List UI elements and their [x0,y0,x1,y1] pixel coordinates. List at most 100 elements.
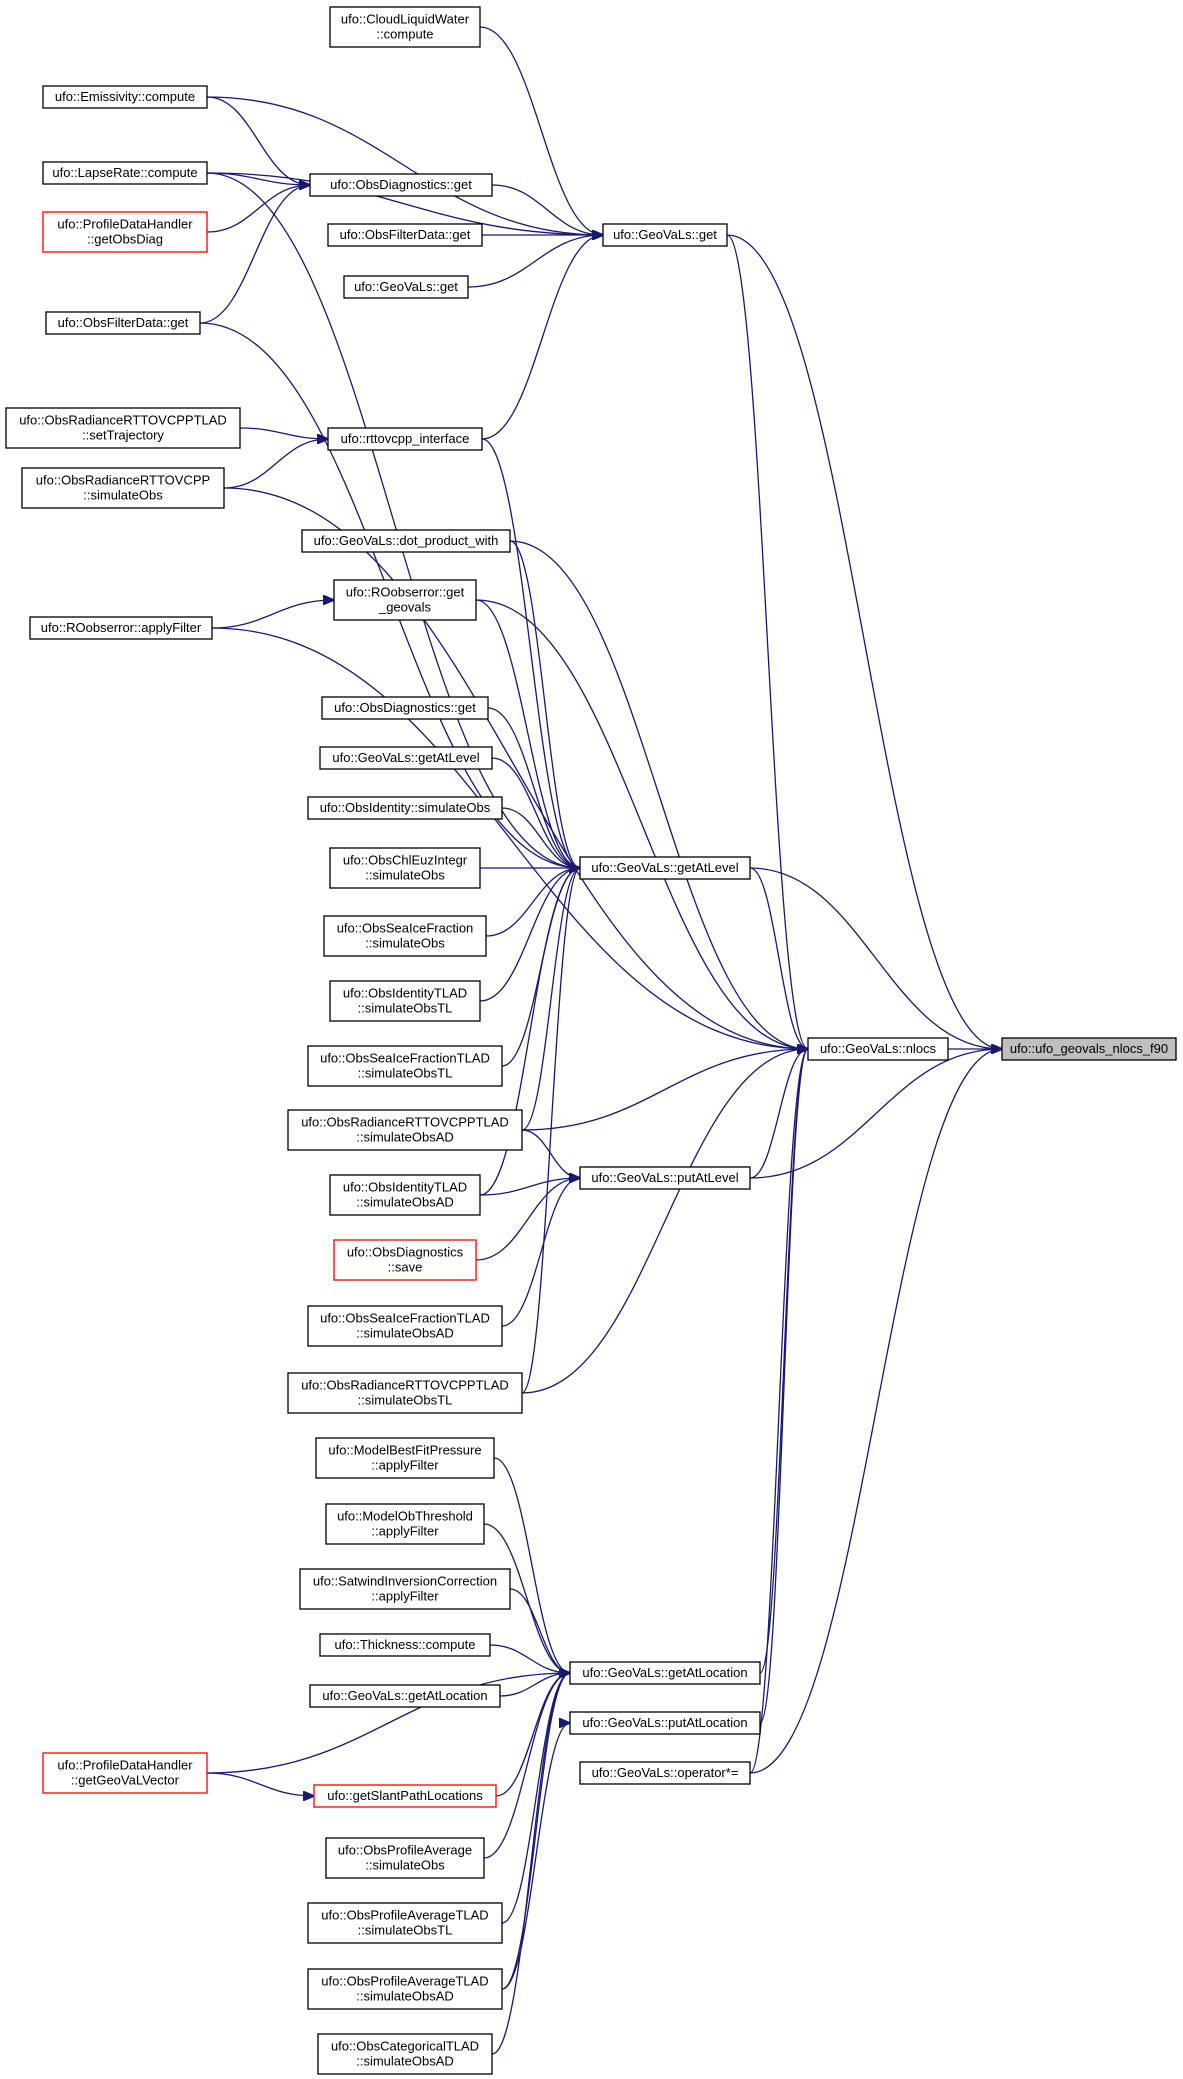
node-getAtLocation[interactable]: ufo::GeoVaLs::getAtLocation [569,1661,761,1685]
node-box [309,173,493,197]
edge-rttovtlad_ad-to-nlocs [521,1049,808,1131]
node-box [42,1752,208,1794]
node-box [299,1568,511,1610]
edge-rttovtlad_tl-to-nlocs [521,1049,808,1394]
edge-lapserate-to-getAtLevel [206,172,580,868]
node-label: ::compute [376,27,433,42]
node-profavgtlad-tl[interactable]: ufo::ObsProfileAverageTLAD::simulateObsT… [307,1902,503,1944]
edge-identitytlad_tl-to-getAtLevel [479,868,580,1002]
node-roobs-get[interactable]: ufo::ROobserror::get_geovals [333,579,477,621]
node-box [325,1503,485,1545]
edge-getAtLevel-to-nlocs [749,867,808,1049]
node-modelobthresh[interactable]: ufo::ModelObThreshold::applyFilter [325,1503,485,1545]
node-rttovcpp-simobs[interactable]: ufo::ObsRadianceRTTOVCPP::simulateObs [21,467,225,509]
node-identitytlad-ad[interactable]: ufo::ObsIdentityTLAD::simulateObsAD [329,1174,481,1216]
node-label: ufo::ufo_geovals_nlocs_f90 [1010,1041,1168,1056]
node-obsdiag-save[interactable]: ufo::ObsDiagnostics::save [333,1239,477,1281]
node-gv-get2[interactable]: ufo::GeoVaLs::get [343,275,469,299]
node-seaicetlad-ad[interactable]: ufo::ObsSeaIceFractionTLAD::simulateObsA… [307,1305,503,1347]
node-label: ::setTrajectory [82,428,164,443]
node-label: ufo::ObsDiagnostics [347,1245,464,1260]
node-settrajectory[interactable]: ufo::ObsRadianceRTTOVCPPTLAD::setTraject… [5,407,241,449]
edge-getAtLevel-to-root [749,867,1002,1049]
node-label: ::simulateObs [83,488,163,503]
node-nlocs[interactable]: ufo::GeoVaLs::nlocs [807,1037,949,1061]
node-obsidentity-sim[interactable]: ufo::ObsIdentity::simulateObs [307,796,503,820]
node-profile-getgeoval[interactable]: ufo::ProfileDataHandler::getGeoVaLVector [42,1752,208,1794]
edge-profile_getgeoval-to-slantpath [206,1772,314,1796]
node-label: ufo::GeoVaLs::operator*= [592,1765,739,1780]
node-identitytlad-tl[interactable]: ufo::ObsIdentityTLAD::simulateObsTL [329,980,481,1022]
node-profile-getobsdiag[interactable]: ufo::ProfileDataHandler::getObsDiag [42,211,208,253]
node-lapserate[interactable]: ufo::LapseRate::compute [42,161,208,185]
edge-roobs_apply-to-roobs_get [211,600,334,629]
node-label: ufo::ObsIdentity::simulateObs [320,800,491,815]
node-obsfilterdata-get2[interactable]: ufo::ObsFilterData::get [45,311,201,335]
node-roobs-apply[interactable]: ufo::ROobserror::applyFilter [29,616,213,640]
node-getAtLevel[interactable]: ufo::GeoVaLs::getAtLevel [579,856,751,880]
node-putAtLevel[interactable]: ufo::GeoVaLs::putAtLevel [579,1166,751,1190]
node-label: ufo::Thickness::compute [335,1637,476,1652]
node-root[interactable]: ufo::ufo_geovals_nlocs_f90 [1001,1037,1177,1061]
edge-slantpath-to-getAtLocation [495,1673,570,1797]
node-box [319,746,493,770]
node-label: ufo::ObsProfileAverageTLAD [321,1908,488,1923]
edge-identitytlad_ad-to-getAtLevel [479,868,580,1196]
edge-gv_get2-to-gv_get [467,235,603,288]
node-rttovtlad-tl[interactable]: ufo::ObsRadianceRTTOVCPPTLAD::simulateOb… [287,1372,523,1414]
node-profavgtlad-ad[interactable]: ufo::ObsProfileAverageTLAD::simulateObsA… [307,1968,503,2010]
node-seaice-sim[interactable]: ufo::ObsSeaIceFraction::simulateObs [323,915,487,957]
node-label: ufo::GeoVaLs::get [354,279,458,294]
node-slantpath[interactable]: ufo::getSlantPathLocations [313,1784,497,1808]
node-seaicetlad-tl[interactable]: ufo::ObsSeaIceFractionTLAD::simulateObsT… [307,1045,503,1087]
node-emissivity[interactable]: ufo::Emissivity::compute [42,85,208,109]
node-box [287,1372,523,1414]
node-gv-get[interactable]: ufo::GeoVaLs::get [602,223,728,247]
node-label: ::simulateObsAD [356,1195,454,1210]
node-modelbestfit[interactable]: ufo::ModelBestFitPressure::applyFilter [315,1437,495,1479]
node-cloudliquid[interactable]: ufo::CloudLiquidWater::compute [329,6,481,48]
edge-putAtLevel-to-root [749,1049,1002,1179]
nodes: ufo::ufo_geovals_nlocs_f90ufo::GeoVaLs::… [5,6,1177,2075]
node-dotproduct[interactable]: ufo::GeoVaLs::dot_product_with [301,529,511,553]
node-gv-getatlevel2[interactable]: ufo::GeoVaLs::getAtLevel [319,746,493,770]
node-label: ufo::ModelBestFitPressure [328,1443,481,1458]
edge-profile_getgeoval-to-getAtLocation [206,1673,570,1774]
node-rttovtlad-ad[interactable]: ufo::ObsRadianceRTTOVCPPTLAD::simulateOb… [287,1109,523,1151]
node-label: ufo::ObsCategoricalTLAD [331,2039,479,2054]
node-obsdiag-get[interactable]: ufo::ObsDiagnostics::get [309,173,493,197]
node-gv-getatloc2[interactable]: ufo::GeoVaLs::getAtLocation [309,1684,501,1708]
edge-gv_get-to-root [726,234,1002,1049]
node-box [327,427,483,451]
node-box [333,579,477,621]
node-box [319,1633,491,1657]
node-box [569,1711,761,1735]
edge-roobs_get-to-nlocs [475,599,808,1049]
node-box [579,1166,751,1190]
edge-categorical-to-getAtLocation [491,1673,570,2055]
edge-dotproduct-to-getAtLevel [509,540,580,868]
node-box [1001,1037,1177,1061]
node-profavg-sim[interactable]: ufo::ObsProfileAverage::simulateObs [325,1837,485,1879]
edge-rttovcpp_iface-to-getAtLevel [481,438,580,868]
edge-putAtLevel-to-nlocs [749,1049,808,1179]
node-box [329,980,481,1022]
node-label: ::save [388,1260,423,1275]
edge-emissivity-to-gv_get [206,96,603,235]
node-box [313,1784,497,1808]
node-obsfilterdata-get1[interactable]: ufo::ObsFilterData::get [327,223,483,247]
node-box [807,1037,949,1061]
node-satwind[interactable]: ufo::SatwindInversionCorrection::applyFi… [299,1568,511,1610]
node-categorical[interactable]: ufo::ObsCategoricalTLAD::simulateObsAD [317,2033,493,2075]
edge-roobs_get-to-getAtLevel [475,599,580,868]
node-thickness[interactable]: ufo::Thickness::compute [319,1633,491,1657]
node-rttovcpp-iface[interactable]: ufo::rttovcpp_interface [327,427,483,451]
edge-gv_getatlevel2-to-getAtLevel [491,757,580,868]
node-label: ufo::ObsSeaIceFraction [337,921,474,936]
node-chleuz[interactable]: ufo::ObsChlEuzIntegr::simulateObs [329,847,481,889]
node-putAtLocation[interactable]: ufo::GeoVaLs::putAtLocation [569,1711,761,1735]
node-opmul[interactable]: ufo::GeoVaLs::operator*= [579,1761,751,1785]
node-label: ::simulateObsAD [356,1989,454,2004]
node-label: ufo::ObsFilterData::get [58,315,189,330]
node-obsdiag-get2[interactable]: ufo::ObsDiagnostics::get [321,696,489,720]
